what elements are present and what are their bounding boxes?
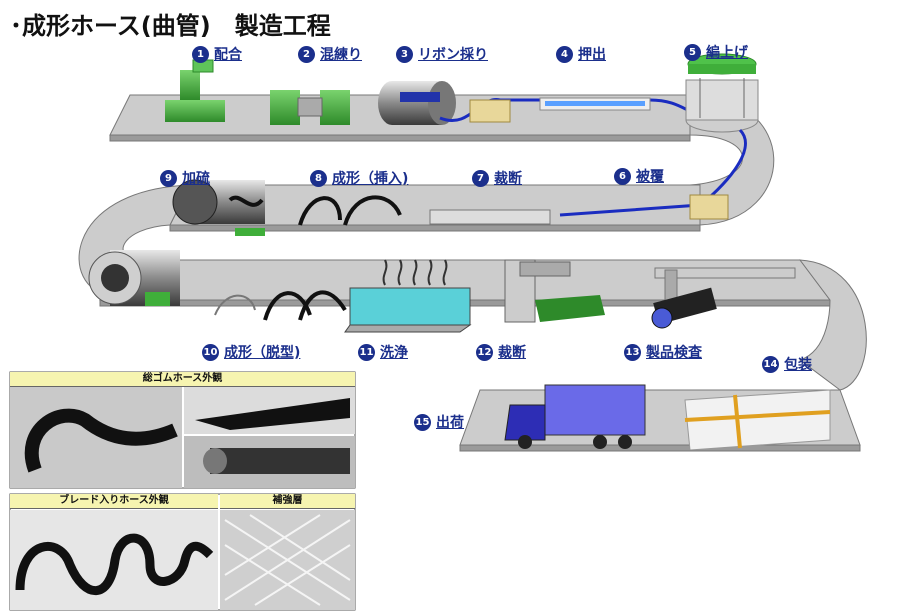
step-label: 製品検査 [646, 345, 702, 361]
mold-machine [88, 250, 180, 306]
kneading-machine [270, 90, 350, 125]
step-label: 出荷 [436, 415, 464, 431]
step-label: 成形（脱型) [224, 345, 301, 361]
step-11-washing[interactable]: 11 洗浄 [358, 342, 408, 362]
covering-box [689, 194, 729, 220]
step-number-badge: 5 [684, 43, 701, 61]
step-3-ribbon[interactable]: 3 リボン採り [396, 44, 488, 64]
step-5-braiding[interactable]: 5 編上げ [684, 42, 748, 62]
step-label: 成形（挿入) [332, 171, 409, 187]
braiding-machine [685, 53, 759, 133]
step-number-badge: 7 [472, 169, 489, 187]
step-number-badge: 4 [556, 45, 573, 63]
step-number-badge: 10 [202, 343, 219, 361]
blending-machine [165, 59, 225, 122]
step-label: 加硫 [182, 171, 210, 187]
step-label: 包装 [784, 357, 812, 373]
vulcanizer [172, 179, 265, 236]
step-number-badge: 11 [358, 343, 375, 361]
step-number-badge: 2 [298, 45, 315, 63]
rubber-hose-photo-panel [9, 371, 356, 489]
step-7-cutting[interactable]: 7 裁断 [472, 168, 522, 188]
step-label: 混練り [320, 47, 362, 63]
step-8-forming-insert[interactable]: 8 成形（挿入) [310, 168, 408, 188]
step-2-kneading[interactable]: 2 混練り [298, 44, 362, 64]
step-label: 裁断 [494, 171, 522, 187]
washing-tank [344, 259, 472, 333]
inspection-device [651, 267, 796, 329]
ribbon-machine [378, 81, 456, 125]
step-6-covering[interactable]: 6 被覆 [614, 166, 664, 186]
step-12-cutting[interactable]: 12 裁断 [476, 342, 526, 362]
packaging-box [684, 389, 831, 451]
step-number-badge: 15 [414, 413, 431, 431]
step-1-blending[interactable]: 1 配合 [192, 44, 242, 64]
demolded-hoses [214, 290, 347, 321]
cutting-table [429, 209, 551, 225]
reinforcement-panel-title: 補強層 [220, 494, 355, 509]
step-15-shipping[interactable]: 15 出荷 [414, 412, 464, 432]
step-number-badge: 6 [614, 167, 631, 185]
extruder [539, 97, 651, 111]
step-number-badge: 14 [762, 355, 779, 373]
step-label: リボン採り [418, 47, 488, 63]
braided-hose-photo-panel [9, 493, 356, 611]
step-9-vulcanization[interactable]: 9 加硫 [160, 168, 210, 188]
step-label: 配合 [214, 47, 242, 63]
step-label: 洗浄 [380, 345, 408, 361]
step-number-badge: 3 [396, 45, 413, 63]
truck [504, 384, 646, 449]
rubber-hose-panel-title: 総ゴムホース外観 [10, 372, 355, 387]
page-title: ･成形ホース(曲管) 製造工程 [10, 12, 331, 40]
feeder-box [469, 99, 511, 123]
step-10-demolding[interactable]: 10 成形（脱型) [202, 342, 300, 362]
step-number-badge: 12 [476, 343, 493, 361]
step-number-badge: 9 [160, 169, 177, 187]
step-label: 被覆 [636, 169, 664, 185]
step-number-badge: 1 [192, 45, 209, 63]
step-number-badge: 8 [310, 169, 327, 187]
step-13-inspection[interactable]: 13 製品検査 [624, 342, 702, 362]
step-label: 裁断 [498, 345, 526, 361]
cutting-machine-2 [504, 259, 605, 323]
step-label: 押出 [578, 47, 606, 63]
step-label: 編上げ [706, 45, 748, 61]
step-number-badge: 13 [624, 343, 641, 361]
braided-hose-panel-title: ブレード入りホース外観 [10, 494, 218, 509]
formed-hoses-insert [298, 195, 402, 226]
step-14-packaging[interactable]: 14 包装 [762, 354, 812, 374]
step-4-extrusion[interactable]: 4 押出 [556, 44, 606, 64]
